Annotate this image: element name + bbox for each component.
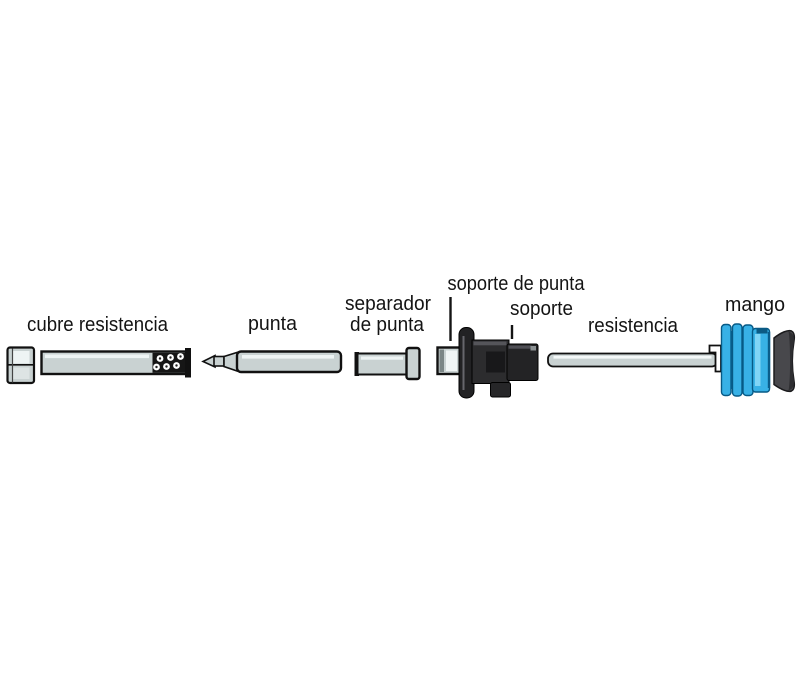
collar-highlight	[446, 350, 457, 371]
handle-top-notch	[756, 328, 768, 334]
label-punta: punta	[248, 313, 298, 335]
separador-de-punta-part	[354, 346, 421, 381]
label-soporte-de-punta: soporte de punta	[448, 273, 586, 295]
support-right-body	[506, 343, 539, 381]
nut-cap-part	[6, 346, 36, 385]
label-separador-line1: separador	[345, 293, 431, 315]
support-corner-mark	[530, 346, 536, 351]
label-resistencia: resistencia	[588, 315, 679, 337]
handle-rib-1	[720, 323, 732, 397]
support-bottom-tab	[490, 382, 511, 398]
mango-part	[708, 323, 796, 397]
collar-left-shade	[439, 349, 444, 372]
handle-grip-highlight	[755, 334, 761, 386]
vent-hole-centers	[155, 355, 182, 369]
tip-neck	[213, 355, 225, 367]
handle-rib-2	[731, 323, 743, 397]
cubre-resistencia-part	[40, 348, 191, 378]
element-rod	[547, 352, 718, 368]
tip-point	[201, 354, 216, 369]
spacer-flange	[405, 346, 421, 381]
tip-shaft	[235, 350, 343, 374]
support-center-block	[486, 351, 505, 373]
barrel-end-flange	[185, 348, 191, 378]
nut-highlight-bottom	[13, 367, 30, 379]
element-rod-highlight	[553, 355, 712, 359]
handle-rib-3	[742, 324, 754, 397]
barrel-highlight	[45, 354, 149, 359]
spacer-highlight	[361, 356, 403, 360]
support-mid-top-face	[473, 341, 507, 346]
resistencia-part	[547, 352, 718, 368]
label-soporte: soporte	[510, 298, 573, 320]
label-cubre-resistencia: cubre resistencia	[27, 314, 169, 336]
soporte-part	[458, 327, 539, 399]
tip-shaft-highlight	[242, 355, 334, 359]
punta-part	[201, 350, 343, 374]
handle-end-cone-shade	[788, 331, 794, 391]
label-mango: mango	[725, 294, 785, 316]
support-right-top-face	[508, 345, 532, 349]
label-separador-line2: de punta	[350, 314, 425, 336]
soporte-de-punta-part	[436, 346, 463, 376]
nut-highlight-top	[13, 351, 30, 364]
